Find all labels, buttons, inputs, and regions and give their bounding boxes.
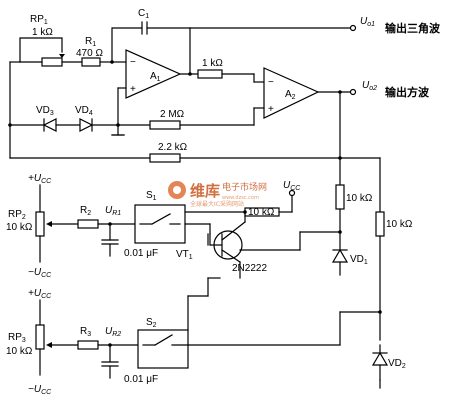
label-r-10k-a: 10 kΩ xyxy=(346,193,373,204)
r-22k xyxy=(9,91,381,213)
transistor-vt1 xyxy=(207,211,246,297)
uo1-output xyxy=(189,24,357,32)
svg-text:维库: 维库 xyxy=(190,182,220,200)
r-10k-right xyxy=(375,211,385,341)
label-a1-minus: − xyxy=(130,57,136,68)
label-r-10k-b: 10 kΩ xyxy=(386,219,413,230)
label-a2: A2 xyxy=(285,89,296,101)
watermark-logo: 维库 电子市场网 www.dzsc.com 全球最大IC采购网站 xyxy=(168,181,267,208)
label-uo1: Uo1 xyxy=(360,16,375,28)
label-ucc-bot: +UCC xyxy=(28,288,52,300)
label-vt1: VT1 xyxy=(176,249,193,261)
label-r3: R3 xyxy=(80,326,91,338)
label-r2: R2 xyxy=(80,205,91,217)
op-amp-a1 xyxy=(111,49,199,136)
label-uo2: Uo2 xyxy=(362,80,377,92)
label-r-22k: 2.2 kΩ xyxy=(158,142,188,153)
label-ucc-bot-neg: −UCC xyxy=(28,384,52,396)
label-r-10k-s1: 10 kΩ xyxy=(248,207,275,218)
switch-s1 xyxy=(134,204,246,244)
r-1k-a1a2 xyxy=(197,69,265,83)
label-rp1: RP1 xyxy=(30,14,48,26)
rp1-network xyxy=(9,37,113,159)
label-a1: A1 xyxy=(150,71,161,83)
rp2-pot xyxy=(35,184,141,263)
diode-chain xyxy=(8,118,255,132)
vd1-network xyxy=(239,184,349,276)
c1-capacitor xyxy=(110,21,192,76)
rp3-pot xyxy=(35,299,141,379)
label-c1: C1 xyxy=(138,8,149,20)
label-a1-plus: + xyxy=(130,84,136,95)
label-ucc-s1: UCC xyxy=(283,180,301,192)
label-rp2-value: 10 kΩ xyxy=(6,222,33,233)
label-r1: R1 xyxy=(85,36,96,48)
r-10k-s1 xyxy=(243,189,296,217)
label-ucc-top: +UCC xyxy=(28,173,52,185)
vd2-network xyxy=(371,310,389,389)
label-vd4: VD4 xyxy=(75,105,93,117)
label-vd1: VD1 xyxy=(350,254,368,266)
label-r-1k-a1a2: 1 kΩ xyxy=(202,58,223,69)
label-out-square: 输出方波 xyxy=(385,85,430,99)
label-cap2: 0.01 μF xyxy=(124,374,158,385)
label-out-triangle: 输出三角波 xyxy=(385,21,441,35)
label-rp3: RP3 xyxy=(8,332,26,344)
svg-text:www.dzsc.com: www.dzsc.com xyxy=(222,195,259,201)
label-s1: S1 xyxy=(146,190,157,202)
label-r-2m: 2 MΩ xyxy=(160,109,185,120)
label-cap1: 0.01 μF xyxy=(124,248,158,259)
switch-s2 xyxy=(137,295,381,369)
svg-text:电子市场网: 电子市场网 xyxy=(222,181,267,193)
label-ucc-top-neg: −UCC xyxy=(28,267,52,279)
label-r1-value: 470 Ω xyxy=(76,48,103,59)
label-rp2: RP2 xyxy=(8,209,26,221)
label-vd3: VD3 xyxy=(36,105,54,117)
label-a2-minus: − xyxy=(268,77,274,88)
label-s2: S2 xyxy=(146,317,157,329)
label-rp1-value: 1 kΩ xyxy=(32,27,53,38)
label-ur2: UR2 xyxy=(105,326,121,338)
label-a2-plus: + xyxy=(268,104,274,115)
label-transistor: 2N2222 xyxy=(232,263,267,274)
label-ur1: UR1 xyxy=(105,205,121,217)
label-vd2: VD2 xyxy=(388,358,406,370)
label-rp3-value: 10 kΩ xyxy=(6,346,33,357)
svg-text:全球最大IC采购网站: 全球最大IC采购网站 xyxy=(190,200,244,208)
